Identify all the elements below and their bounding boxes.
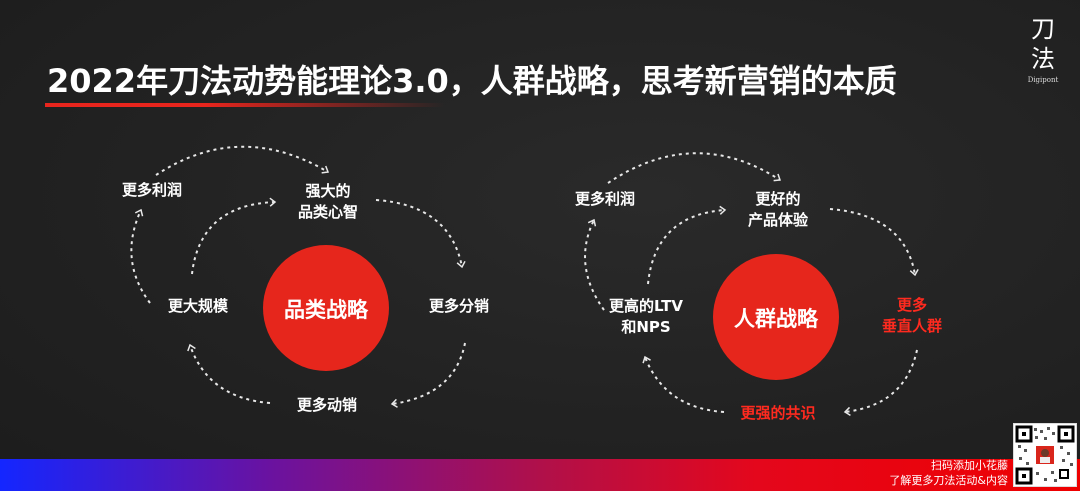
node-line: 品类心智 [297, 203, 358, 221]
node-bottom-2: 更强的共识 [740, 404, 816, 422]
node-line: 更多 [896, 296, 927, 314]
center-label-audience-strategy: 人群战略 [734, 307, 818, 331]
center-circle-2 [713, 254, 839, 380]
logo-char-1: 刀 [1031, 15, 1055, 43]
title-underline [45, 103, 445, 107]
node-line: 更好的 [755, 190, 801, 208]
arrow-bottom-to-left-2 [642, 355, 725, 413]
arrow-outer-to-top-2 [607, 152, 782, 184]
node-line: 强大的 [305, 182, 351, 200]
node-outer-1: 更多利润 [121, 181, 182, 199]
logo-subtitle: Digipont [1027, 76, 1059, 84]
arrow-left-to-outer-2 [584, 218, 605, 311]
node-top-2: 更好的 产品体验 [738, 189, 818, 231]
footer-cta: 扫码添加小花藤 了解更多刀法活动&内容 [889, 458, 1008, 488]
center-label-category-strategy: 品类战略 [284, 298, 368, 322]
node-left-1: 更大规模 [167, 297, 228, 315]
arrow-left-to-top-2 [647, 205, 727, 285]
arrow-top-to-right-2 [829, 208, 919, 277]
center-circle-1 [263, 245, 389, 371]
node-line: 更高的LTV [609, 297, 683, 315]
node-top-1: 强大的 品类心智 [288, 181, 368, 223]
node-line: 垂直人群 [881, 317, 942, 335]
qr-code[interactable] [1013, 423, 1077, 487]
arrow-right-to-bottom-1 [390, 342, 466, 408]
node-outer-2: 更多利润 [574, 190, 635, 208]
node-line: 和NPS [621, 318, 671, 336]
brand-logo: 刀 法 Digipont [1020, 14, 1066, 84]
qr-code-icon [1015, 425, 1075, 485]
node-line: 产品体验 [747, 211, 808, 229]
node-bottom-1: 更多动销 [296, 396, 357, 414]
arrow-right-to-bottom-2 [843, 349, 918, 417]
arrow-left-to-top-1 [191, 197, 277, 275]
arrow-outer-to-top-1 [155, 145, 330, 176]
arrow-bottom-to-left-1 [187, 343, 271, 404]
arrow-left-to-outer-1 [130, 208, 151, 304]
node-right-1: 更多分销 [428, 297, 489, 315]
node-right-2: 更多 垂直人群 [872, 295, 952, 337]
node-left-2: 更高的LTV 和NPS [596, 296, 696, 338]
footer-line-1: 扫码添加小花藤 [931, 459, 1008, 472]
logo-char-2: 法 [1031, 45, 1055, 73]
page-title: 2022年刀法动势能理论3.0，人群战略，思考新营销的本质 [47, 62, 897, 100]
footer-line-2: 了解更多刀法活动&内容 [889, 474, 1008, 487]
arrow-top-to-right-1 [375, 199, 466, 269]
footer-gradient-bar [0, 459, 1080, 491]
